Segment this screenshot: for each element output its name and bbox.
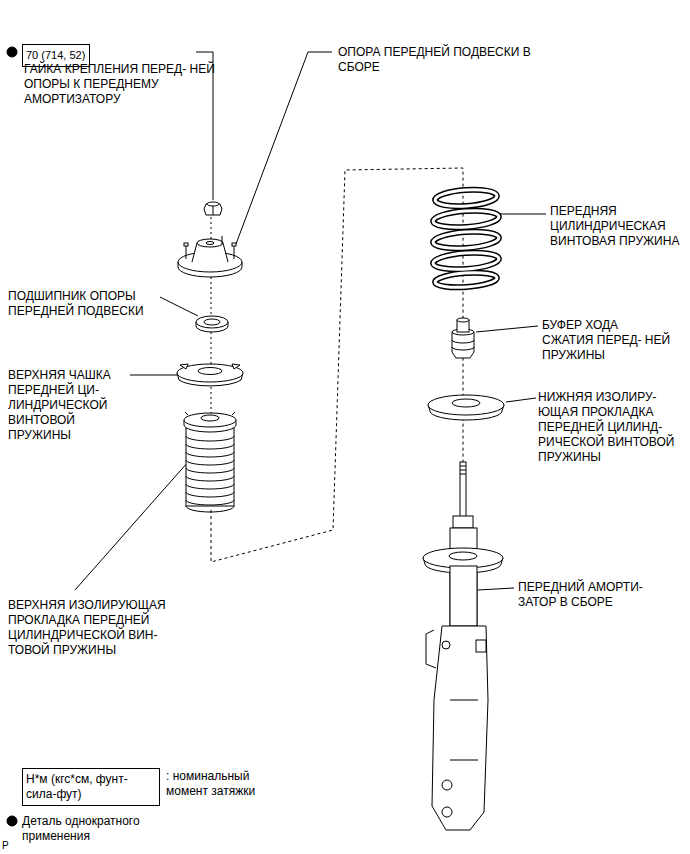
lower-insulator [428, 395, 504, 420]
assembly-line [211, 168, 463, 562]
part-label: ГАЙКА КРЕПЛЕНИЯ ПЕРЕД- НЕЙ ОПОРЫ К ПЕРЕД… [24, 62, 224, 107]
part-label: ОПОРА ПЕРЕДНЕЙ ПОДВЕСКИ В СБОРЕ [338, 45, 543, 75]
legend-note: : номинальный момент затяжки [166, 769, 261, 799]
bump-stop [452, 318, 474, 358]
part-label: НИЖНЯЯ ИЗОЛИРУ- ЮЩАЯ ПРОКЛАДКА ПЕРЕДНЕЙ … [538, 390, 687, 465]
page-mark: P [2, 838, 22, 853]
part-label: ПОДШИПНИК ОПОРЫ ПЕРЕДНЕЙ ПОДВЕСКИ [8, 289, 158, 319]
part-label: БУФЕР ХОДА СЖАТИЯ ПЕРЕД- НЕЙ ПРУЖИНЫ [542, 318, 672, 363]
mount-bearing [196, 316, 228, 332]
node-text: Н*м (кгс*см, фунт-сила-фут) [26, 772, 156, 802]
leader-lines [75, 52, 546, 590]
legend-symbol [7, 816, 17, 826]
coil-spring [433, 188, 500, 289]
shock-absorber [423, 462, 503, 830]
legend-text: Деталь однократного применения [22, 814, 157, 844]
upper-spring-seat [177, 364, 243, 386]
node-text: 70 (714, 52) [26, 48, 86, 63]
upper-insulator-boot [184, 412, 236, 512]
part-label: ПЕРЕДНИЙ АМОРТИ- ЗАТОР В СБОРЕ [518, 580, 658, 610]
part-label: ВЕРХНЯЯ ИЗОЛИРУЮЩАЯ ПРОКЛАДКА ПЕРЕДНЕЙ Ц… [8, 598, 193, 658]
part-label: ВЕРХНЯЯ ЧАШКА ПЕРЕДНЕЙ ЦИ- ЛИНДРИЧЕСКОЙ … [8, 368, 128, 443]
torque-legend-box: Н*м (кгс*см, фунт-сила-фут) [22, 768, 160, 806]
strut-mount [178, 236, 242, 277]
single-use-mark [7, 47, 17, 57]
mount-nut [204, 202, 222, 215]
part-label: ПЕРЕДНЯЯ ЦИЛИНДРИЧЕСКАЯ ВИНТОВАЯ ПРУЖИНА [550, 204, 682, 249]
